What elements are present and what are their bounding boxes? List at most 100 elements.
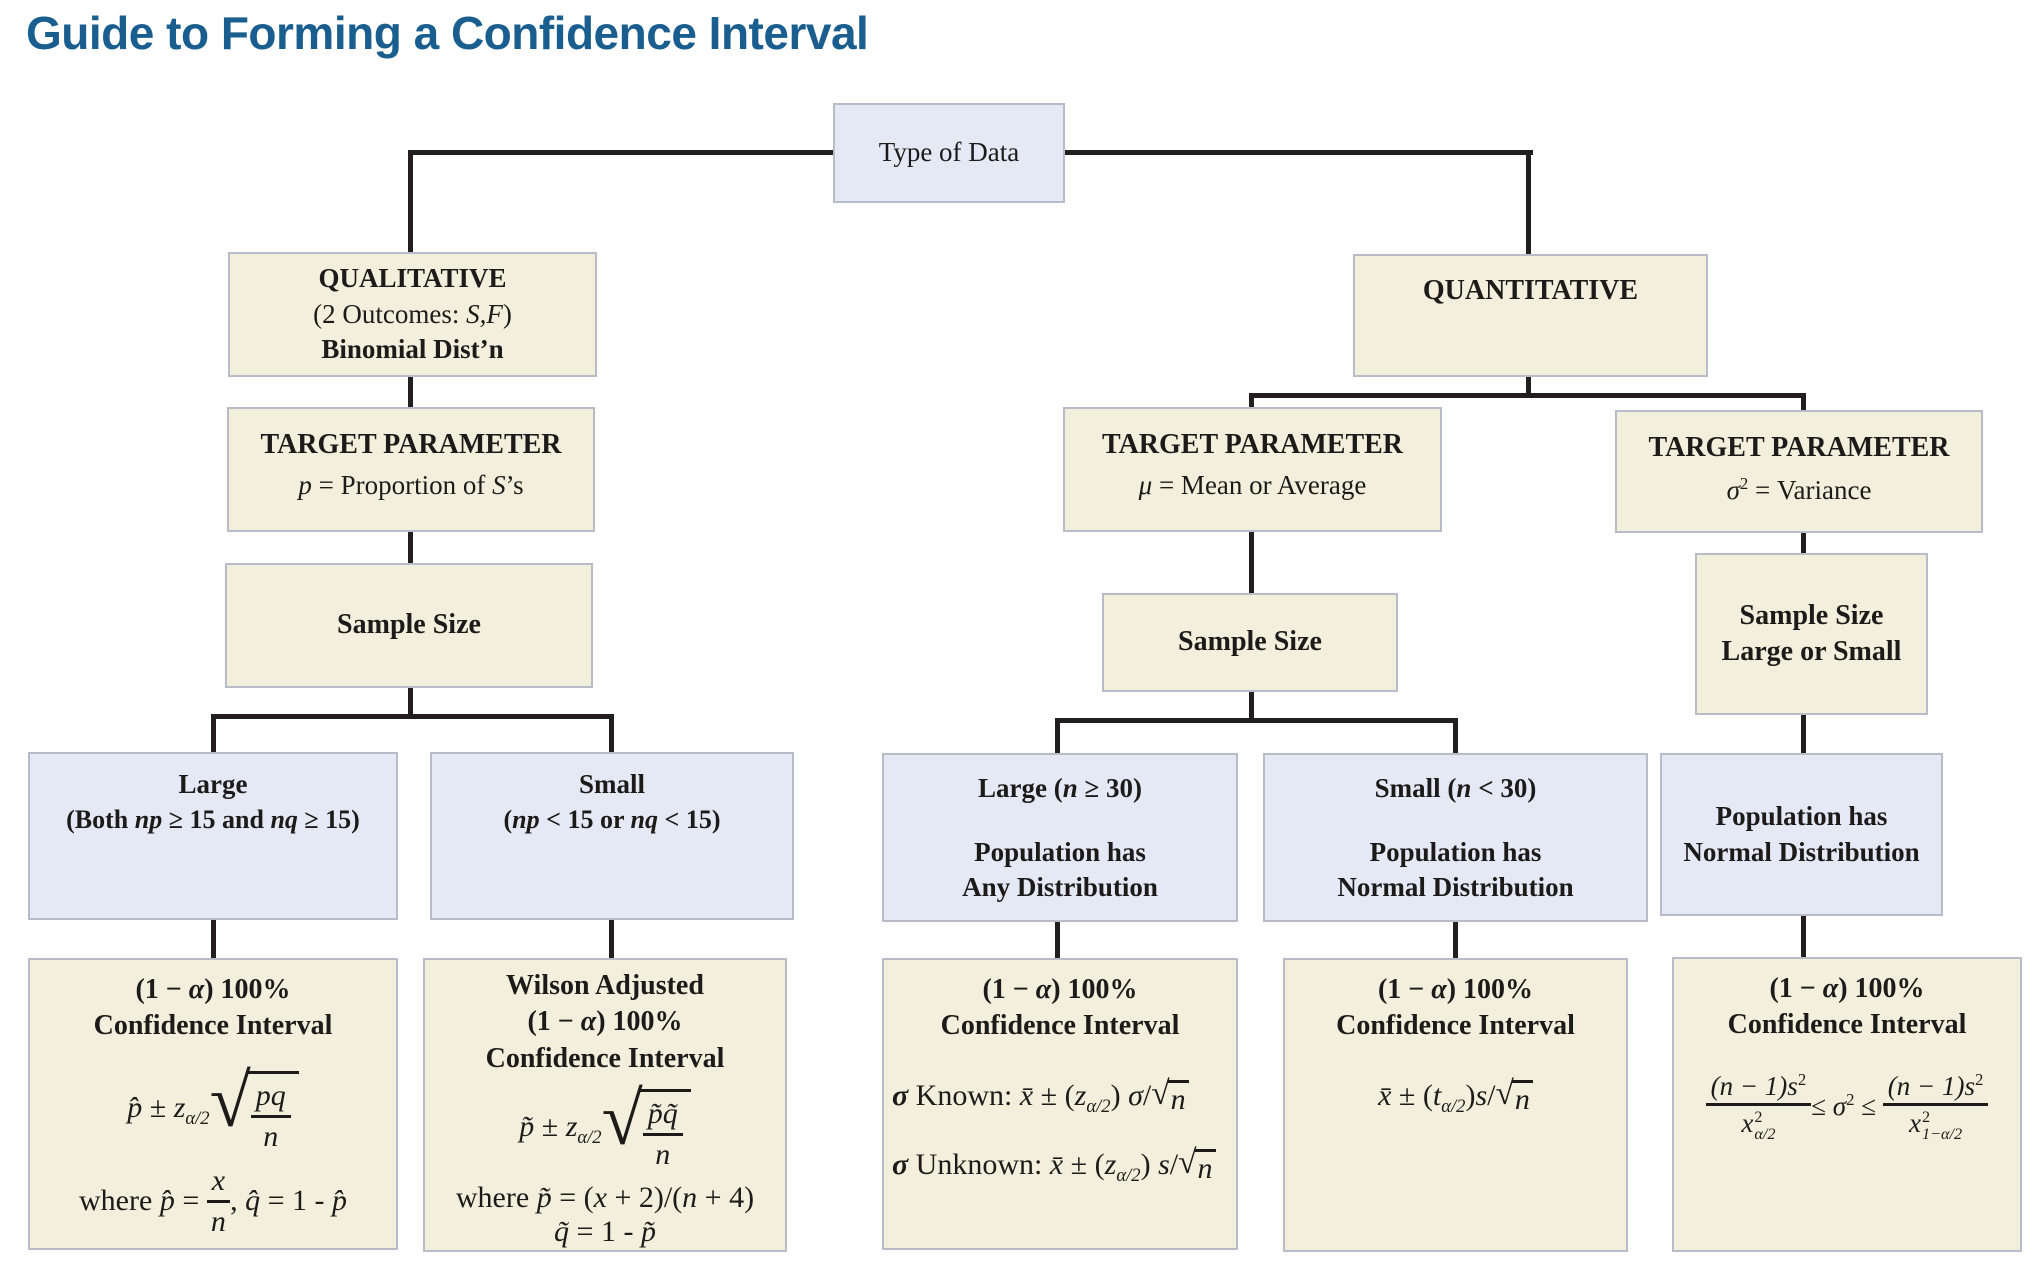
connector-quant-split-h xyxy=(1249,393,1806,398)
node-ci-large-proportion: (1 − α) 100% Confidence Interval p̂ ± zα… xyxy=(28,958,398,1250)
radical-icon: √ xyxy=(1151,1075,1170,1113)
connector-quant-drop-left xyxy=(1249,393,1254,407)
connector-largen-f3 xyxy=(1055,922,1060,958)
connector-left-drop1 xyxy=(211,714,216,752)
node-heading: TARGET PARAMETER xyxy=(260,429,562,460)
node-small-n30: Small (n < 30) Population has Normal Dis… xyxy=(1263,753,1648,922)
connector-mid-split-h xyxy=(1055,718,1458,723)
node-heading: TARGET PARAMETER xyxy=(1101,429,1404,460)
connector-pop-f5 xyxy=(1801,916,1806,957)
formula-heading: Wilson Adjusted xyxy=(506,970,704,1001)
formula-heading: (1 − α) 100% xyxy=(982,974,1138,1005)
formula-heading: Confidence Interval xyxy=(93,1010,333,1042)
square-root: √p̃q̃n xyxy=(601,1078,691,1173)
node-target-parameter-p: TARGET PARAMETER p = Proportion of S’s xyxy=(227,407,595,532)
node-large-np: Large (Both np ≥ 15 and nq ≥ 15) xyxy=(28,752,398,920)
formula-run: q̃ = 1 - p̃ xyxy=(554,1215,656,1249)
formula-run: σ Unknown: x̄ ± (zα/2) s/ xyxy=(892,1147,1179,1186)
connector-qual-tp xyxy=(408,377,413,407)
radical-icon: √ xyxy=(1495,1075,1514,1113)
connector-ssmid-split xyxy=(1249,692,1254,720)
formula-heading: (1 − α) 100% xyxy=(527,1006,683,1038)
formula-t-interval: x̄ ± (tα/2)s/ √n xyxy=(1378,1075,1533,1118)
node-label: Normal Distribution xyxy=(1337,872,1574,903)
node-sample-size-mid: Sample Size xyxy=(1102,593,1398,692)
radical-icon: √ xyxy=(601,1078,643,1162)
node-large-n30: Large (n ≥ 30) Population has Any Distri… xyxy=(882,753,1238,922)
node-ci-small-mean: (1 − α) 100% Confidence Interval x̄ ± (t… xyxy=(1283,958,1628,1252)
formula-heading: (1 − α) 100% xyxy=(135,974,291,1005)
node-label: Small (n < 30) xyxy=(1374,773,1537,803)
connector-root-right-h xyxy=(1065,150,1533,155)
formula-heading: (1 − α) 100% xyxy=(1769,973,1925,1004)
node-label: Population has xyxy=(974,836,1146,867)
connector-left-split-h xyxy=(211,714,614,719)
node-heading: TARGET PARAMETER xyxy=(1648,432,1950,463)
node-ci-variance: (1 − α) 100% Confidence Interval (n − 1)… xyxy=(1672,957,2022,1252)
formula-heading: Confidence Interval xyxy=(485,1042,725,1074)
connector-mid-drop2 xyxy=(1453,718,1458,753)
node-heading: Sample Size xyxy=(1178,626,1322,658)
node-population-normal: Population has Normal Distribution xyxy=(1660,753,1943,916)
connector-root-right-v xyxy=(1526,150,1531,254)
node-label: Large (n ≥ 30) xyxy=(977,773,1143,803)
connector-large-f1 xyxy=(211,920,216,958)
node-label: Large xyxy=(178,769,248,799)
node-label: Population has xyxy=(1715,800,1888,831)
node-sample-size-left: Sample Size xyxy=(225,563,593,688)
formula-sigma-unknown: σ Unknown: x̄ ± (zα/2) s/ √n xyxy=(884,1144,1236,1187)
formula-run: σ Known: x̄ ± (zα/2) σ/ xyxy=(892,1078,1152,1117)
formula-where-ptilde: where p̃ = (x + 2)/(n + 4) xyxy=(456,1181,754,1215)
square-root: √n xyxy=(1151,1075,1189,1117)
radical-icon: √ xyxy=(1178,1144,1197,1182)
formula-heading: Confidence Interval xyxy=(1336,1010,1575,1042)
connector-root-left-v xyxy=(408,150,413,252)
square-root: √n xyxy=(1178,1144,1216,1186)
node-label: Any Distribution xyxy=(962,872,1158,903)
formula-run: p̂ ± zα/2 xyxy=(127,1091,210,1130)
node-heading: QUANTITATIVE xyxy=(1422,275,1639,306)
connector-tp-ss xyxy=(408,532,413,563)
node-heading: Sample Size xyxy=(1739,599,1884,631)
page-title: Guide to Forming a Confidence Interval xyxy=(26,7,869,59)
connector-quant-drop-right xyxy=(1801,393,1806,410)
connector-tpvar-ss xyxy=(1801,533,1806,553)
node-label: (2 Outcomes: S,F) xyxy=(313,298,512,329)
formula-run: p̃ ± zα/2 xyxy=(519,1109,602,1148)
node-heading: Sample Size xyxy=(337,609,481,641)
node-ci-large-mean: (1 − α) 100% Confidence Interval σ Known… xyxy=(882,958,1238,1250)
connector-mid-drop1 xyxy=(1055,718,1060,753)
connector-root-left-h xyxy=(408,150,833,155)
formula-heading: Confidence Interval xyxy=(940,1010,1180,1042)
node-label: Population has xyxy=(1369,836,1542,867)
formula-run: , q̂ = 1 - p̂ xyxy=(230,1184,347,1218)
node-target-parameter-variance: TARGET PARAMETER σ2 = Variance xyxy=(1615,410,1983,533)
radical-icon: √ xyxy=(209,1059,251,1143)
node-ci-wilson-adjusted: Wilson Adjusted (1 − α) 100% Confidence … xyxy=(423,958,787,1252)
connector-ssright-pop xyxy=(1801,715,1806,753)
formula-sigma-known: σ Known: x̄ ± (zα/2) σ/ √n xyxy=(884,1075,1236,1118)
node-target-parameter-mu: TARGET PARAMETER μ = Mean or Average xyxy=(1063,407,1442,532)
formula-heading: Confidence Interval xyxy=(1727,1009,1967,1041)
connector-ss-split xyxy=(408,688,413,716)
node-sample-size-large-or-small: Sample Size Large or Small xyxy=(1695,553,1928,715)
square-root: √n xyxy=(1495,1075,1533,1117)
formula-run: where p̃ = (x + 2)/(n + 4) xyxy=(455,1181,755,1215)
node-label: Binomial Dist’n xyxy=(321,334,504,365)
node-label: p = Proportion of S’s xyxy=(298,470,524,501)
node-type-of-data: Type of Data xyxy=(833,103,1065,203)
formula-qtilde: q̃ = 1 - p̃ xyxy=(554,1215,656,1249)
node-label: Small xyxy=(578,769,645,799)
connector-smalln-f4 xyxy=(1453,922,1458,958)
node-qualitative: QUALITATIVE (2 Outcomes: S,F) Binomial D… xyxy=(228,252,597,377)
connector-tpmu-ss xyxy=(1249,532,1254,593)
formula-z-interval-ptilde: p̃ ± zα/2 √p̃q̃n xyxy=(519,1078,691,1173)
formula-run: where p̂ = xyxy=(79,1184,207,1218)
node-label: σ2 = Variance xyxy=(1726,474,1872,506)
